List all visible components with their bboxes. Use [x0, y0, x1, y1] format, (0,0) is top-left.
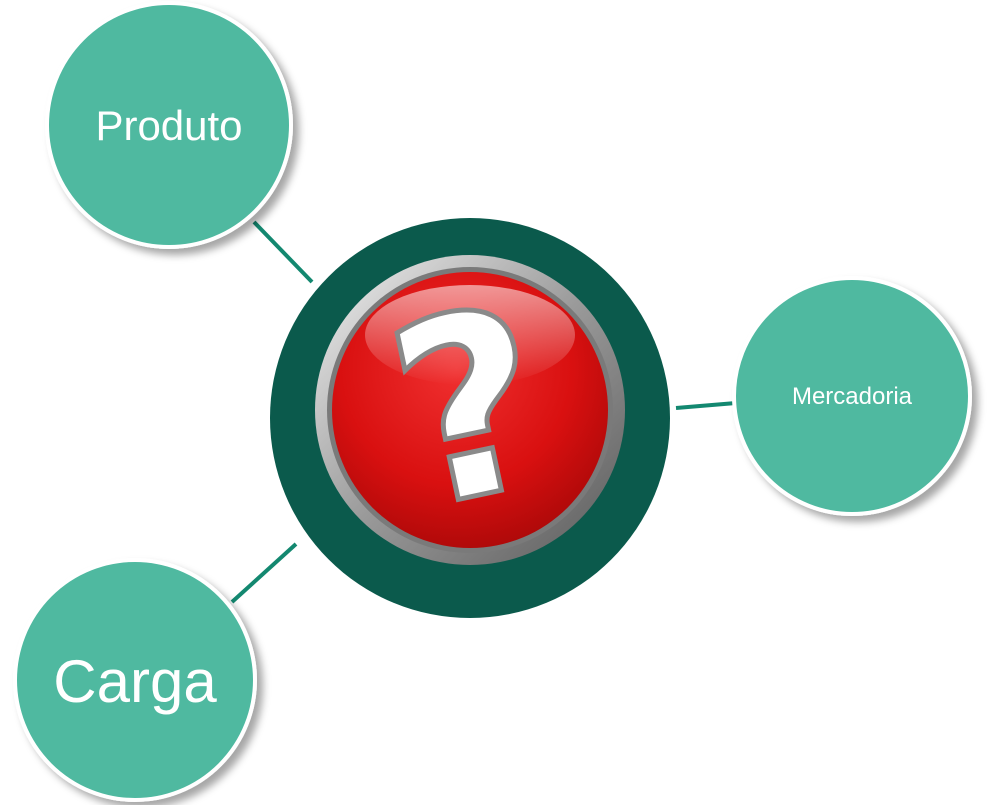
center-hub: ?: [270, 218, 670, 618]
node-produto-circle: [45, 1, 293, 249]
node-carga-circle: [13, 558, 257, 802]
node-carga: Carga: [13, 558, 257, 802]
node-mercadoria: Mercadoria: [732, 276, 972, 516]
center-button-gloss: [365, 285, 575, 385]
node-mercadoria-label: Mercadoria: [792, 383, 913, 410]
connector-produto: [252, 220, 314, 284]
connector-carga: [230, 542, 298, 604]
node-mercadoria-circle: [732, 276, 972, 516]
node-produto: Produto: [45, 1, 293, 249]
connector-mercadoria: [675, 401, 737, 410]
node-carga-label: Carga: [53, 648, 217, 715]
node-produto-label: Produto: [95, 102, 242, 149]
